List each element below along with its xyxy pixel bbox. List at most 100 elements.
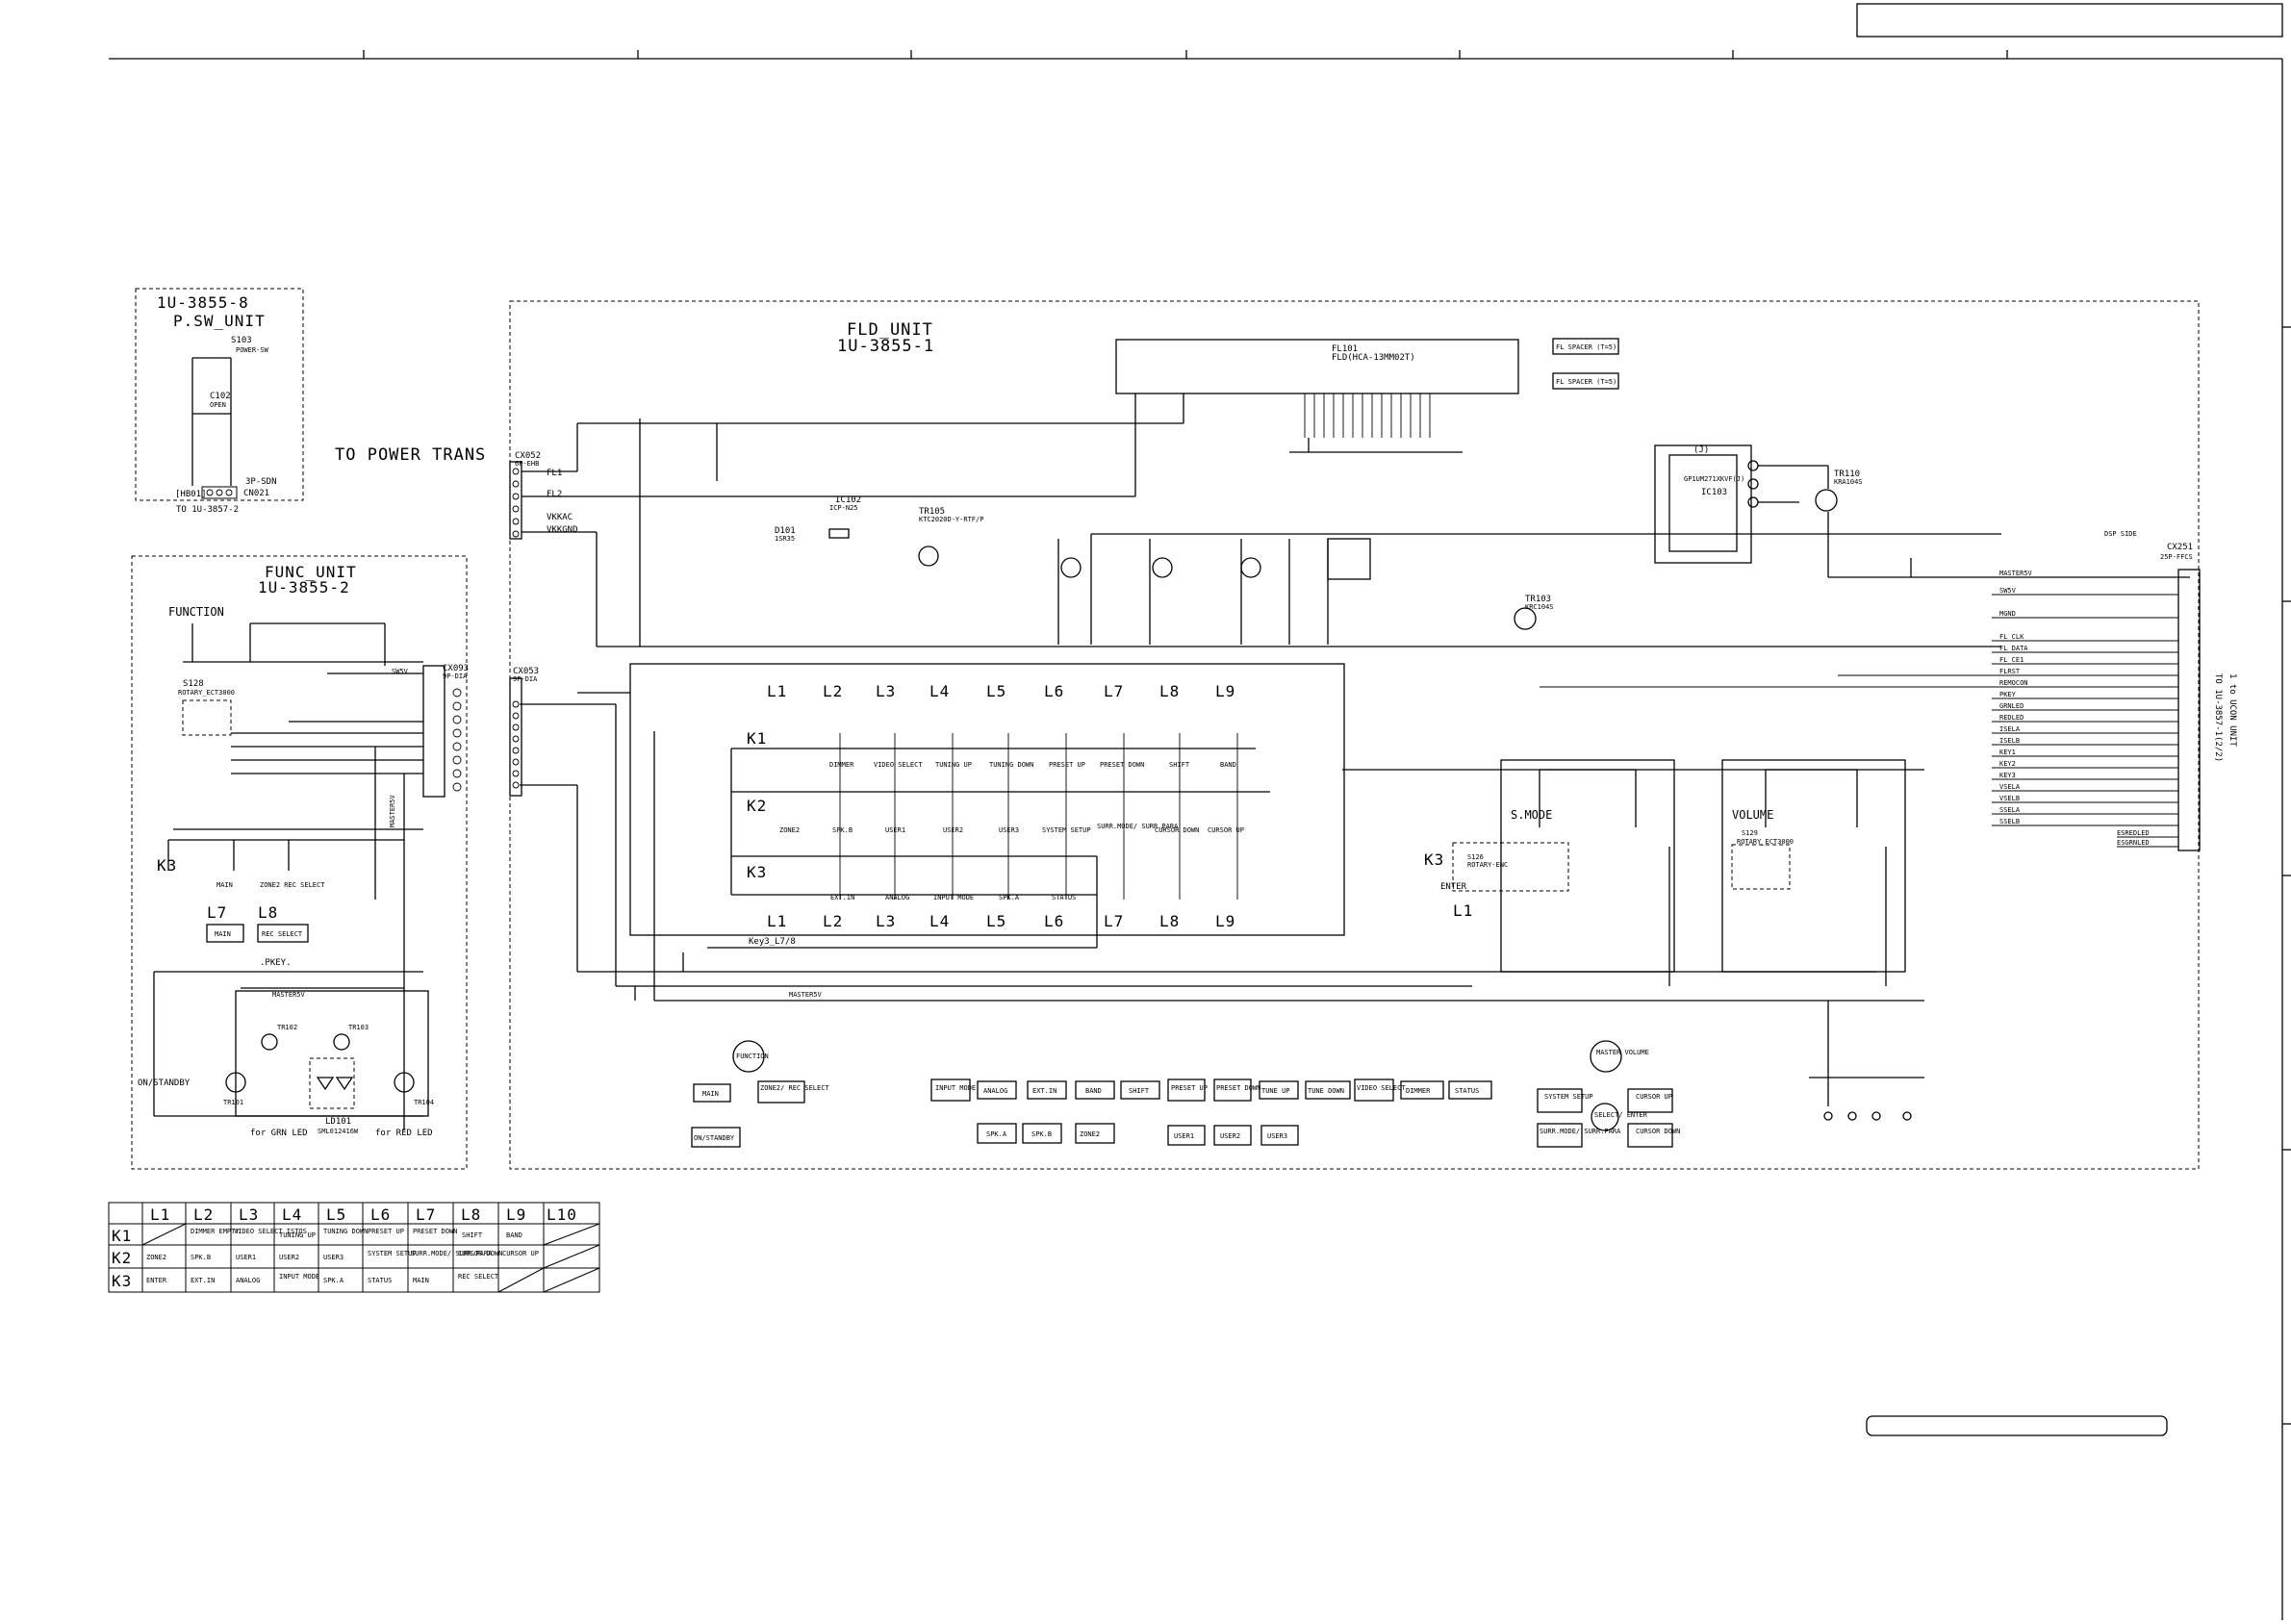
row-k3: K3 — [747, 863, 767, 881]
fl101-type: FLD(HCA-13MM02T) — [1332, 353, 1415, 363]
fl-spacer-1: FL SPACER (T=5) — [1556, 343, 1616, 351]
mode-volume-blocks: S.MODE S126 ROTARY-ENC K3 ENTER L1 VOLUM… — [1424, 759, 1906, 1106]
s129-type: ROTARY_ECT3000 — [1737, 838, 1794, 846]
mx-r2c5: USER3 — [323, 1254, 344, 1261]
function-knob[interactable] — [732, 1040, 765, 1073]
pin-fl-clk: FL_CLK — [1999, 633, 2024, 641]
ic102-type: ICP-N25 — [829, 504, 858, 512]
to-power-trans: TO POWER TRANS — [335, 445, 486, 465]
fp-shift[interactable] — [1120, 1080, 1160, 1100]
tr105-type: KTC2020D-Y-RTF/P — [919, 516, 983, 523]
mx-r1c6: PRESET UP — [368, 1228, 404, 1235]
fp-cursor-up[interactable] — [1627, 1088, 1673, 1113]
col-l3: L3 — [876, 682, 896, 700]
fp-status[interactable] — [1448, 1080, 1492, 1100]
s126-label: S126 — [1467, 853, 1484, 861]
fp-input-mode[interactable] — [930, 1078, 971, 1102]
fp-cursor-down-label: CURSOR DOWN — [1636, 1128, 1680, 1135]
col-b-l7: L7 — [1104, 912, 1124, 930]
mx-h3: L3 — [239, 1205, 259, 1224]
fp-preset-up[interactable] — [1167, 1078, 1206, 1102]
cx251-type: 25P-FFCS — [2160, 553, 2193, 561]
col-l6: L6 — [1044, 682, 1064, 700]
fp-ext-in[interactable] — [1027, 1080, 1067, 1100]
psw-to-note: TO 1U-3857-2 — [176, 505, 239, 515]
fp-standby-button[interactable] — [691, 1127, 741, 1148]
fp-user2-label: USER2 — [1220, 1132, 1240, 1140]
mx-r1c4: TUNING UP — [279, 1231, 316, 1239]
pin-mgnd: MGND — [1999, 610, 2016, 618]
mx-r1c5: TUNING DOWN — [323, 1228, 368, 1235]
func-unit-name: FUNC_UNIT — [265, 563, 357, 581]
fp-zone2[interactable] — [1075, 1123, 1115, 1144]
mx-r3c3: ANALOG — [236, 1277, 260, 1284]
cx251-to-note2: 1 to UCON UNIT — [2227, 673, 2237, 747]
cx251-to-note: TO 1U-3857-1(2/2) — [2213, 673, 2223, 762]
fp-surr-mode[interactable] — [1537, 1123, 1583, 1148]
psw-cn-ref: CN021 — [243, 489, 269, 498]
func-rec-select-button[interactable] — [257, 924, 309, 943]
k3-sw-4: SPK.A — [999, 894, 1020, 901]
fp-dimmer[interactable] — [1400, 1080, 1444, 1100]
col-b-l8: L8 — [1159, 912, 1180, 930]
fp-right: SYSTEM SETUP CURSOR UP SURR.MODE/ SURR.P… — [1537, 1088, 1680, 1148]
func-master5v: MASTER5V — [389, 794, 396, 827]
fp-tune-down-label: TUNE DOWN — [1308, 1087, 1344, 1095]
func-rec-select-button-label: REC SELECT — [262, 930, 303, 938]
function-knob-label: FUNCTION — [736, 1053, 769, 1060]
pin-iselb: ISELB — [1999, 737, 2020, 745]
fp-preset-down[interactable] — [1213, 1078, 1252, 1102]
select-enter-knob[interactable] — [1591, 1103, 1619, 1131]
func-main-button-label: MAIN — [215, 930, 231, 938]
cx052-type: 6P-EHB — [515, 460, 539, 468]
col-l9: L9 — [1215, 682, 1235, 700]
col-b-l4: L4 — [929, 912, 950, 930]
fp-user1[interactable] — [1167, 1125, 1206, 1146]
mx-r2c4: USER2 — [279, 1254, 299, 1261]
ic102-label: IC102 — [835, 495, 861, 505]
k2-sw-7: SURR.MODE/ SURR.PARA — [1097, 823, 1179, 830]
cx093-type: 9P-DIA — [443, 672, 468, 680]
func-l8-label: L8 — [258, 903, 278, 922]
s129-label: S129 — [1742, 829, 1758, 837]
fp-tune-down[interactable] — [1305, 1080, 1351, 1100]
func-pkey: .PKEY. — [260, 958, 292, 968]
fp-user2[interactable] — [1213, 1125, 1252, 1146]
pin-sselb: SSELB — [1999, 818, 2020, 825]
enter-label: ENTER — [1440, 882, 1467, 892]
tr103-type: KRC104S — [1525, 603, 1554, 611]
pin-esredled: ESREDLED — [2117, 829, 2150, 837]
mx-r2c7: SURR.MODE/ SURR.PARA — [411, 1250, 493, 1257]
k2-sw-1: ZONE2 — [779, 826, 800, 834]
mx-r3c8: REC SELECT — [458, 1273, 499, 1281]
func-main-button[interactable] — [206, 924, 244, 943]
k2-sw-6: SYSTEM SETUP — [1042, 826, 1091, 834]
k1-sw-6: PRESET DOWN — [1100, 761, 1144, 769]
col-b-l6: L6 — [1044, 912, 1064, 930]
bottom-note-box — [1866, 1415, 2168, 1436]
fp-zone2-button[interactable] — [757, 1080, 805, 1104]
col-b-l3: L3 — [876, 912, 896, 930]
fp-cursor-down[interactable] — [1627, 1123, 1673, 1148]
fp-row3: USER1 USER2 USER3 — [1167, 1125, 1299, 1146]
fp-spk-a[interactable] — [977, 1123, 1017, 1144]
fp-main-label: MAIN — [702, 1090, 719, 1098]
pin-isela: ISELA — [1999, 725, 2021, 733]
mx-r2c1: ZONE2 — [146, 1254, 166, 1261]
fp-spk-b[interactable] — [1022, 1123, 1062, 1144]
fp-main-button[interactable] — [693, 1083, 731, 1103]
fp-tune-up[interactable] — [1259, 1080, 1299, 1100]
mx-r3c4: INPUT MODE — [279, 1273, 319, 1281]
master-volume-knob[interactable] — [1590, 1040, 1622, 1073]
c102-label: C102 — [210, 392, 231, 401]
fp-band[interactable] — [1075, 1080, 1115, 1100]
fp-user3[interactable] — [1260, 1125, 1299, 1146]
fp-video-select[interactable] — [1354, 1078, 1394, 1102]
fp-system-setup[interactable] — [1537, 1088, 1583, 1113]
psw-part-no: 1U-3855-8 — [157, 293, 249, 312]
fp-analog[interactable] — [977, 1080, 1017, 1100]
k2-sw-8: CURSOR DOWN — [1155, 826, 1199, 834]
fl-spacer-2: FL SPACER (T=5) — [1556, 378, 1616, 386]
mx-h2: L2 — [193, 1205, 214, 1224]
